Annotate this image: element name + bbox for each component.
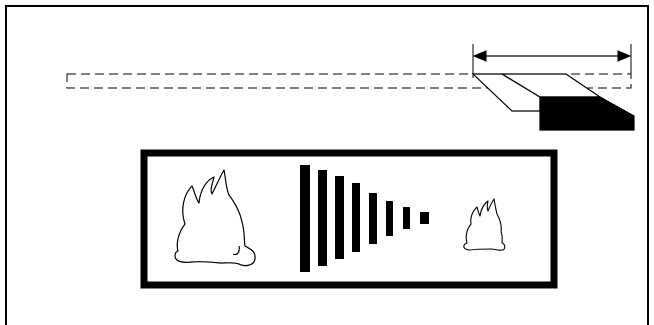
bar-1 — [300, 165, 310, 272]
ghost-strip-dashed — [66, 73, 632, 89]
bar-4 — [352, 183, 360, 252]
block-front-face — [539, 96, 635, 131]
dimension-arrowhead-left — [472, 50, 487, 62]
bar-8 — [420, 212, 429, 224]
bar-5 — [369, 193, 377, 244]
large-flame-inner-detail — [232, 245, 240, 256]
dimension-arrowhead-right — [617, 50, 632, 62]
large-flame-icon — [174, 169, 256, 267]
bar-6 — [386, 201, 393, 236]
bar-7 — [403, 207, 410, 229]
dimension-arrow — [472, 44, 632, 78]
attachment-block — [471, 73, 635, 131]
bar-3 — [335, 176, 344, 259]
outer-frame — [5, 5, 649, 325]
bar-2 — [318, 170, 327, 266]
bar-gradient — [300, 165, 429, 272]
fire-panel — [140, 149, 558, 289]
small-flame-icon — [463, 198, 506, 251]
